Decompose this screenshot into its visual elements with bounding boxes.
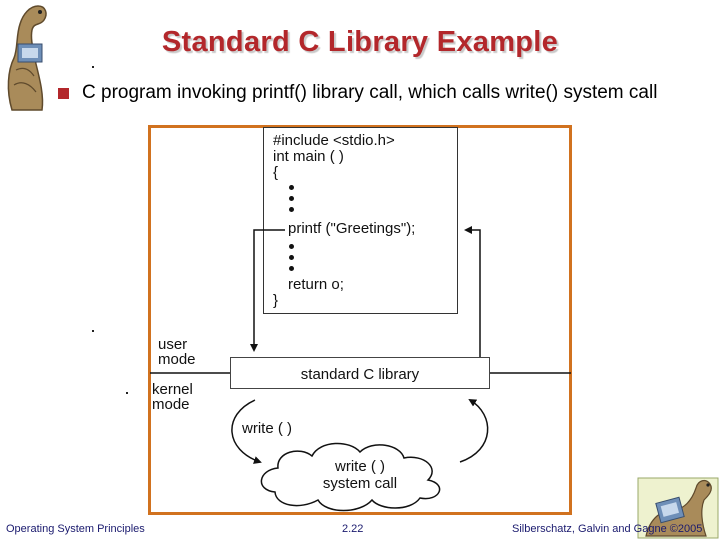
library-label: standard C library bbox=[300, 366, 420, 383]
library-box bbox=[230, 357, 490, 389]
ellipsis-dot-icon bbox=[289, 196, 294, 201]
return-arrow bbox=[464, 226, 481, 357]
kernel-mode-label: kernel mode bbox=[152, 382, 193, 412]
kernel-mode-line-2: mode bbox=[152, 396, 190, 413]
code-line-return: return o; bbox=[288, 276, 344, 293]
speck bbox=[126, 392, 128, 394]
ellipsis-dot-icon bbox=[289, 255, 294, 260]
slide-title: Standard C Library Example bbox=[161, 26, 559, 58]
dinosaur-logo-icon bbox=[7, 5, 47, 111]
system-call-line-1: write ( ) bbox=[335, 458, 385, 475]
footer-course: Operating System Principles bbox=[6, 523, 145, 535]
ellipsis-dot-icon bbox=[289, 207, 294, 212]
system-call-cloud bbox=[260, 442, 441, 512]
user-mode-label: user mode bbox=[158, 337, 196, 367]
speck bbox=[92, 330, 94, 332]
bullet-text: C program invoking printf() library call… bbox=[82, 82, 658, 103]
system-call-line-2: system call bbox=[322, 475, 398, 492]
code-line-close-brace: } bbox=[273, 292, 279, 309]
code-line-include: #include <stdio.h> bbox=[273, 132, 395, 149]
code-line-open-brace: { bbox=[273, 164, 279, 181]
write-up-arrow bbox=[459, 398, 489, 463]
user-mode-line-1: user bbox=[158, 336, 188, 353]
bullet-marker bbox=[58, 88, 69, 99]
ellipsis-dot-icon bbox=[289, 266, 294, 271]
footer-copyright: Silberschatz, Galvin and Gagne ©2005 bbox=[512, 523, 703, 535]
user-mode-line-2: mode bbox=[158, 351, 196, 368]
write-down-arrow bbox=[231, 399, 262, 464]
code-line-main: int main ( ) bbox=[273, 148, 344, 165]
system-call-label: write ( ) system call bbox=[300, 458, 420, 492]
code-line-printf: printf ("Greetings"); bbox=[288, 220, 416, 237]
kernel-mode-line-1: kernel bbox=[152, 381, 193, 398]
speck bbox=[92, 66, 94, 68]
ellipsis-dot-icon bbox=[289, 244, 294, 249]
write-call-label: write ( ) bbox=[242, 420, 292, 437]
call-arrow bbox=[250, 229, 285, 352]
dinosaur-computer-icon bbox=[637, 477, 719, 539]
ellipsis-dot-icon bbox=[289, 185, 294, 190]
footer-page-number: 2.22 bbox=[342, 523, 364, 535]
code-box bbox=[263, 127, 458, 314]
